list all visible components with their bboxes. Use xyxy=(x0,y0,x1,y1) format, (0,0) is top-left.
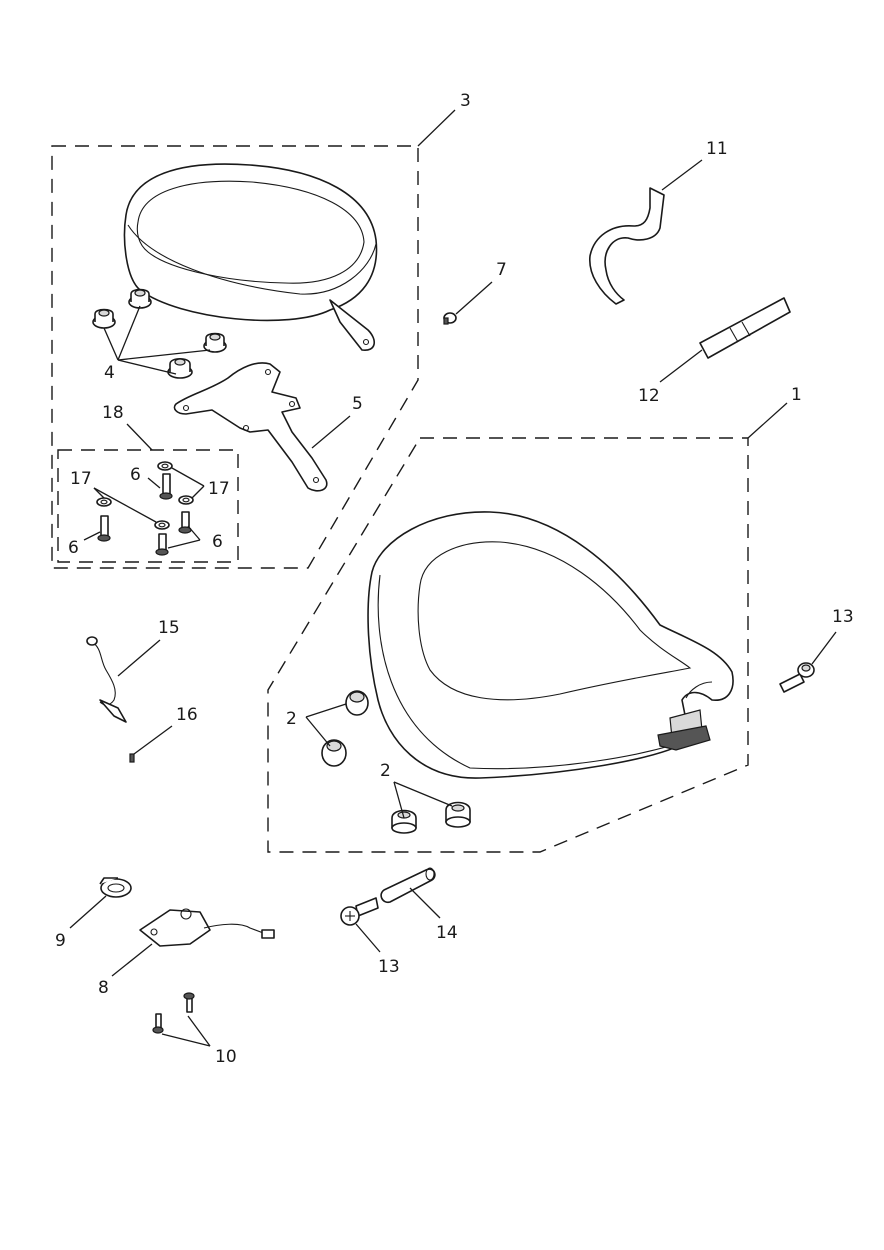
bolt-part-6d xyxy=(155,533,169,556)
screw-part-10b xyxy=(152,1013,164,1034)
lock-mechanism-part-8 xyxy=(139,908,275,947)
sleeve-part-14 xyxy=(380,867,436,904)
callout-18: 18 xyxy=(102,403,124,423)
callout-14: 14 xyxy=(436,923,458,943)
bolt-part-6a xyxy=(159,473,173,500)
callout-8: 8 xyxy=(98,978,109,998)
harness-part-15 xyxy=(86,636,127,723)
grommet-part-4d xyxy=(167,357,193,379)
callout-16: 16 xyxy=(176,705,198,725)
callout-5: 5 xyxy=(352,394,363,414)
callout-9: 9 xyxy=(55,931,66,951)
rider-seat-part xyxy=(367,511,734,779)
bolt-part-13b xyxy=(340,897,379,926)
fastener-part-7 xyxy=(443,312,457,325)
group-box-1 xyxy=(267,402,788,853)
callout-6-left: 6 xyxy=(68,538,79,558)
callout-3: 3 xyxy=(460,91,471,111)
callout-15: 15 xyxy=(158,618,180,638)
callout-12: 12 xyxy=(638,386,660,406)
grommet-part-2b xyxy=(321,739,347,767)
washer-part-17a xyxy=(157,461,173,471)
callout-6-right: 6 xyxy=(212,532,223,552)
ring-part-9 xyxy=(99,877,132,898)
callout-4: 4 xyxy=(104,363,115,383)
leader-lines xyxy=(69,159,837,1047)
washer-part-17d xyxy=(154,520,170,530)
bolt-part-6c xyxy=(178,511,192,534)
washer-part-17c xyxy=(96,497,112,507)
grommet-part-4c xyxy=(203,332,227,353)
callout-10: 10 xyxy=(215,1047,237,1067)
washer-part-17b xyxy=(178,495,194,505)
callout-13-lower: 13 xyxy=(378,957,400,977)
pillion-seat-part xyxy=(123,163,378,351)
screw-part-10a xyxy=(183,992,195,1013)
grommet-part-4a xyxy=(92,308,116,329)
strip-part xyxy=(699,297,791,359)
bracket-part xyxy=(173,362,328,492)
callout-13-right: 13 xyxy=(832,607,854,627)
callout-6-top: 6 xyxy=(130,465,141,485)
callout-labels: 1 2 2 3 4 5 6 6 6 7 8 9 10 11 12 13 13 1… xyxy=(55,91,854,1067)
callout-2-upper: 2 xyxy=(286,709,297,729)
grommet-part-2c xyxy=(391,809,417,834)
group-box-18 xyxy=(57,423,239,563)
callout-1: 1 xyxy=(791,385,802,405)
hook-tool-part xyxy=(589,187,665,305)
callout-11: 11 xyxy=(706,139,728,159)
group-box-3 xyxy=(51,109,456,569)
grommet-part-4b xyxy=(128,288,152,309)
callout-17-right: 17 xyxy=(208,479,230,499)
callout-2-lower: 2 xyxy=(380,761,391,781)
bolt-part-13a xyxy=(779,662,815,693)
grommet-part-2a xyxy=(345,690,369,716)
pin-part-16 xyxy=(129,753,135,763)
grommet-part-2d xyxy=(445,801,471,828)
bolt-part-6b xyxy=(97,515,111,542)
callout-17-left: 17 xyxy=(70,469,92,489)
callout-7: 7 xyxy=(496,260,507,280)
